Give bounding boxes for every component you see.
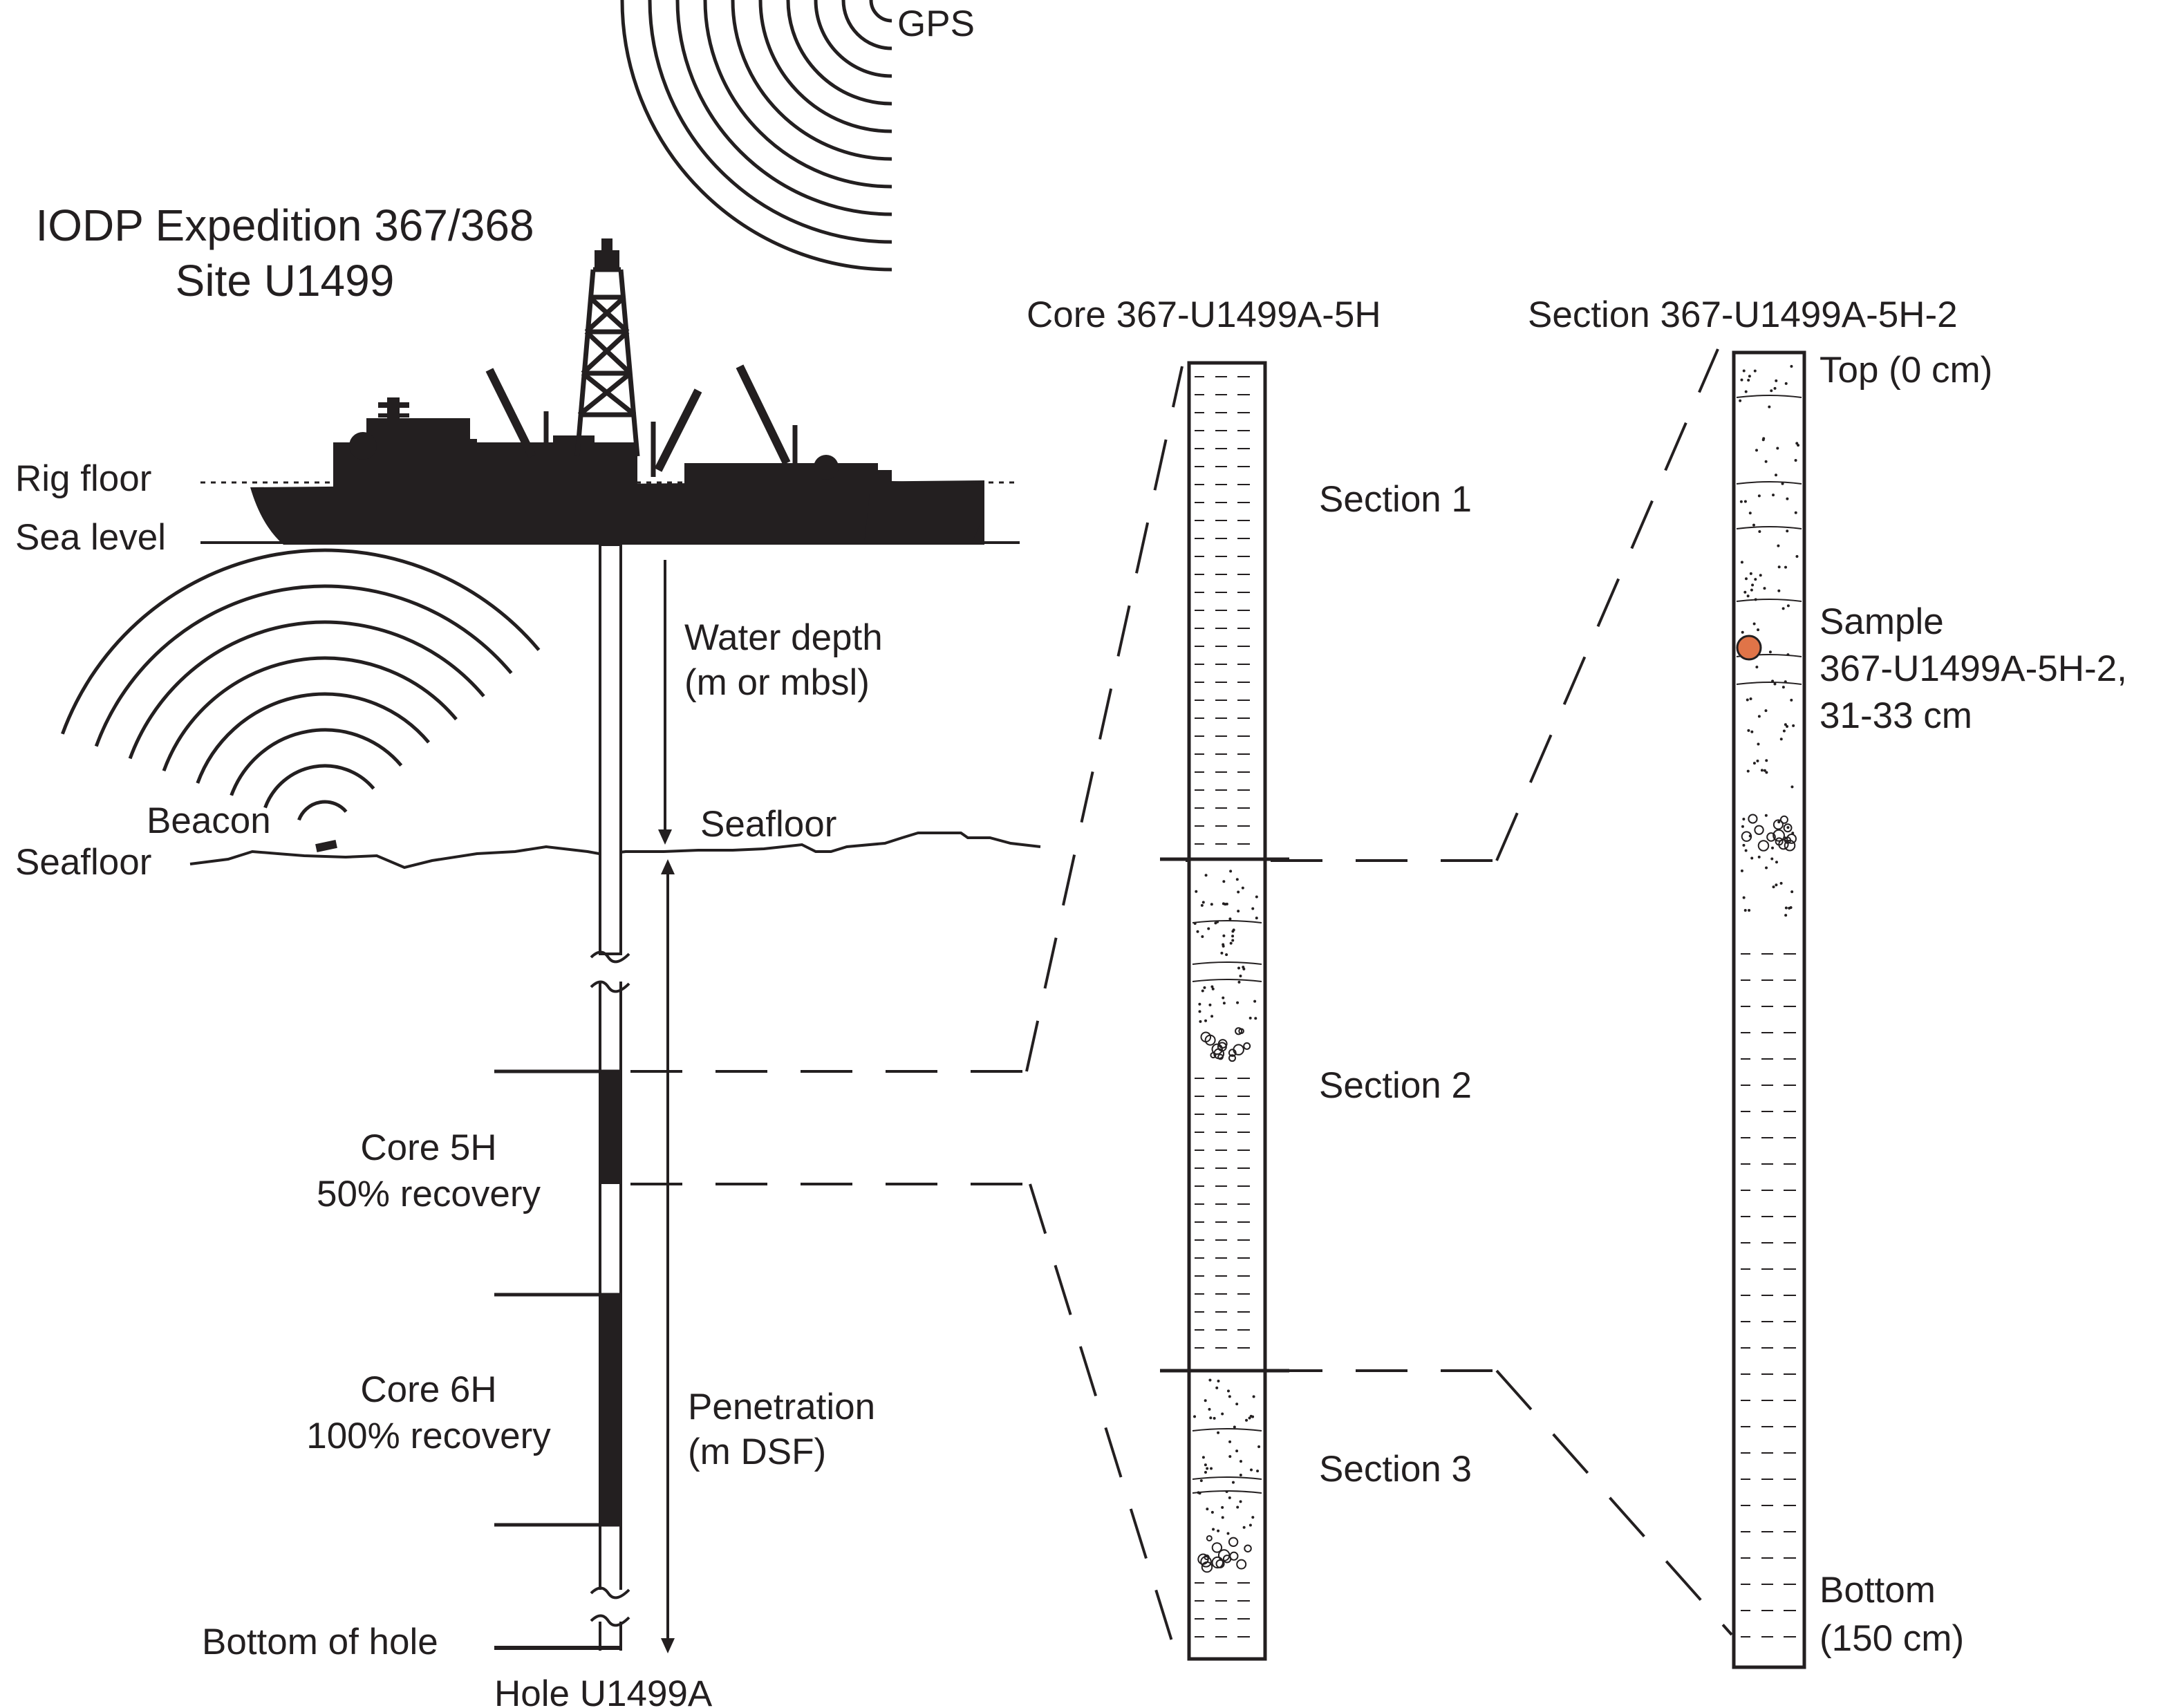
sample-id-label: 367-U1499A-5H-2, (1820, 648, 2127, 689)
rig-floor-label: Rig floor (15, 458, 151, 499)
sample-marker (1736, 635, 1762, 661)
beacon-signal-icon (61, 548, 541, 821)
penetration-unit: (m DSF) (688, 1432, 826, 1472)
seafloor-label-center: Seafloor (700, 804, 836, 845)
core-section-3-label: Section 3 (1319, 1449, 1472, 1490)
section-bottom-label: Bottom (1820, 1570, 1936, 1611)
seafloor-line (189, 832, 1041, 870)
core-6h-bar (599, 1295, 622, 1525)
water-depth-unit: (m or mbsl) (684, 662, 870, 703)
section-title: Section 367-U1499A-5H-2 (1528, 294, 1958, 335)
core-column (1160, 361, 1289, 1661)
gps-label: GPS (897, 3, 975, 44)
drill-pipe (494, 543, 630, 1651)
core-section-2-label: Section 2 (1319, 1065, 1472, 1106)
diagram-title-line2: Site U1499 (176, 256, 395, 306)
core-6h-recovery: 100% recovery (306, 1416, 551, 1456)
sea-level-label: Sea level (15, 517, 166, 558)
diagram-title-line1: IODP Expedition 367/368 (35, 200, 534, 250)
gps-signal-icon (620, 0, 892, 272)
beacon-label: Beacon (147, 800, 271, 841)
seafloor-label-left: Seafloor (15, 842, 151, 883)
core-title: Core 367-U1499A-5H (1027, 294, 1381, 335)
core-5h-bar (599, 1071, 622, 1184)
section-column (1732, 350, 1806, 1669)
core-5h-recovery: 50% recovery (317, 1174, 541, 1214)
sample-interval-label: 31-33 cm (1820, 695, 1972, 736)
hole-label: Hole U1499A (494, 1673, 713, 1708)
core-section-1-label: Section 1 (1319, 479, 1472, 520)
section-top-label: Top (0 cm) (1820, 350, 1992, 391)
penetration-label: Penetration (688, 1387, 875, 1427)
core-5h-label: Core 5H (360, 1127, 496, 1168)
sample-label: Sample (1820, 601, 1944, 642)
core-6h-label: Core 6H (360, 1369, 496, 1410)
section-bottom-depth: (150 cm) (1820, 1618, 1964, 1659)
penetration-arrow (661, 859, 675, 1653)
water-depth-label: Water depth (684, 617, 883, 658)
bottom-of-hole-label: Bottom of hole (202, 1622, 438, 1662)
water-depth-arrow (658, 560, 672, 845)
beacon-icon (315, 840, 337, 852)
